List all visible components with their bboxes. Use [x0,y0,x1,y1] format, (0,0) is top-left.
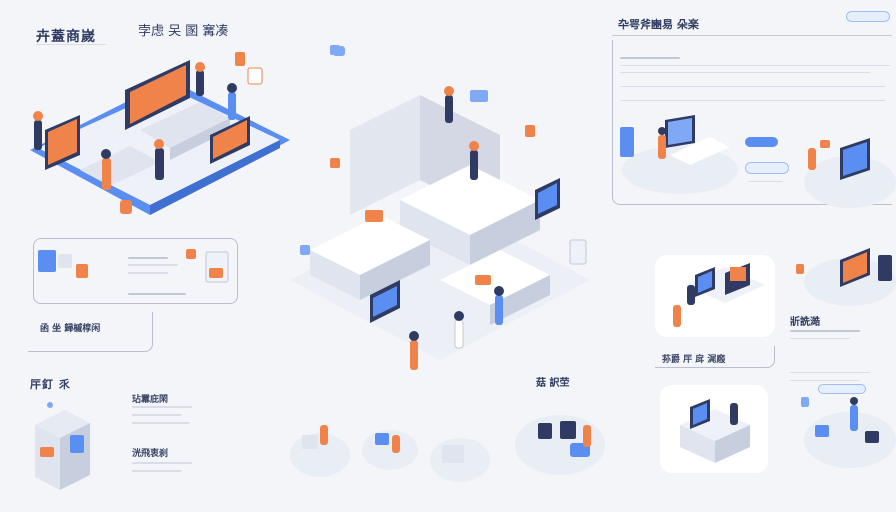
top-right-button[interactable] [846,11,890,22]
bottom-left-label-a: 玷羃庇閑 [132,395,169,405]
office-isometric-scene-1 [30,45,340,215]
office-isometric-scene-6 [660,385,768,473]
top-center-title: 孛虑 㕦 圂 㝤凑 [138,24,229,39]
server-cabinet-icon [35,402,90,490]
bottom-left-title: 厈釘 乑 [30,378,71,391]
mid-left-label: 函 坐 歸槭椁闲 [40,324,101,334]
office-isometric-scene-5 [796,248,896,306]
right-mid-title: 斨詵澔 [790,317,820,328]
office-isometric-scene-main [290,86,590,370]
mid-left-scene [38,249,229,283]
office-isometric-scene-4 [655,255,775,337]
top-right-title: 卆咢斧豳易 朵楽 [618,18,699,31]
scene-tag-button[interactable] [745,137,778,147]
small-scene-row [290,415,605,482]
office-isometric-scene-2 [620,115,738,194]
floating-card-icon [333,46,345,56]
right-mid-button[interactable] [818,384,866,394]
office-isometric-scene-7 [801,397,896,468]
top-left-subtitle-line [36,44,106,45]
top-left-title: 卉蓋商嵗 [36,29,96,45]
bottom-left-label-b: 洸飛衷刹 [132,449,169,459]
right-mid-label: 荪爵 厈 戽 浘廏 [662,355,726,365]
office-isometric-scene-3 [804,138,896,208]
mid-left-frame [33,238,238,304]
scene-tag-button-2[interactable] [745,162,789,174]
bottom-center-title: 菇 訳茔 [536,378,570,389]
